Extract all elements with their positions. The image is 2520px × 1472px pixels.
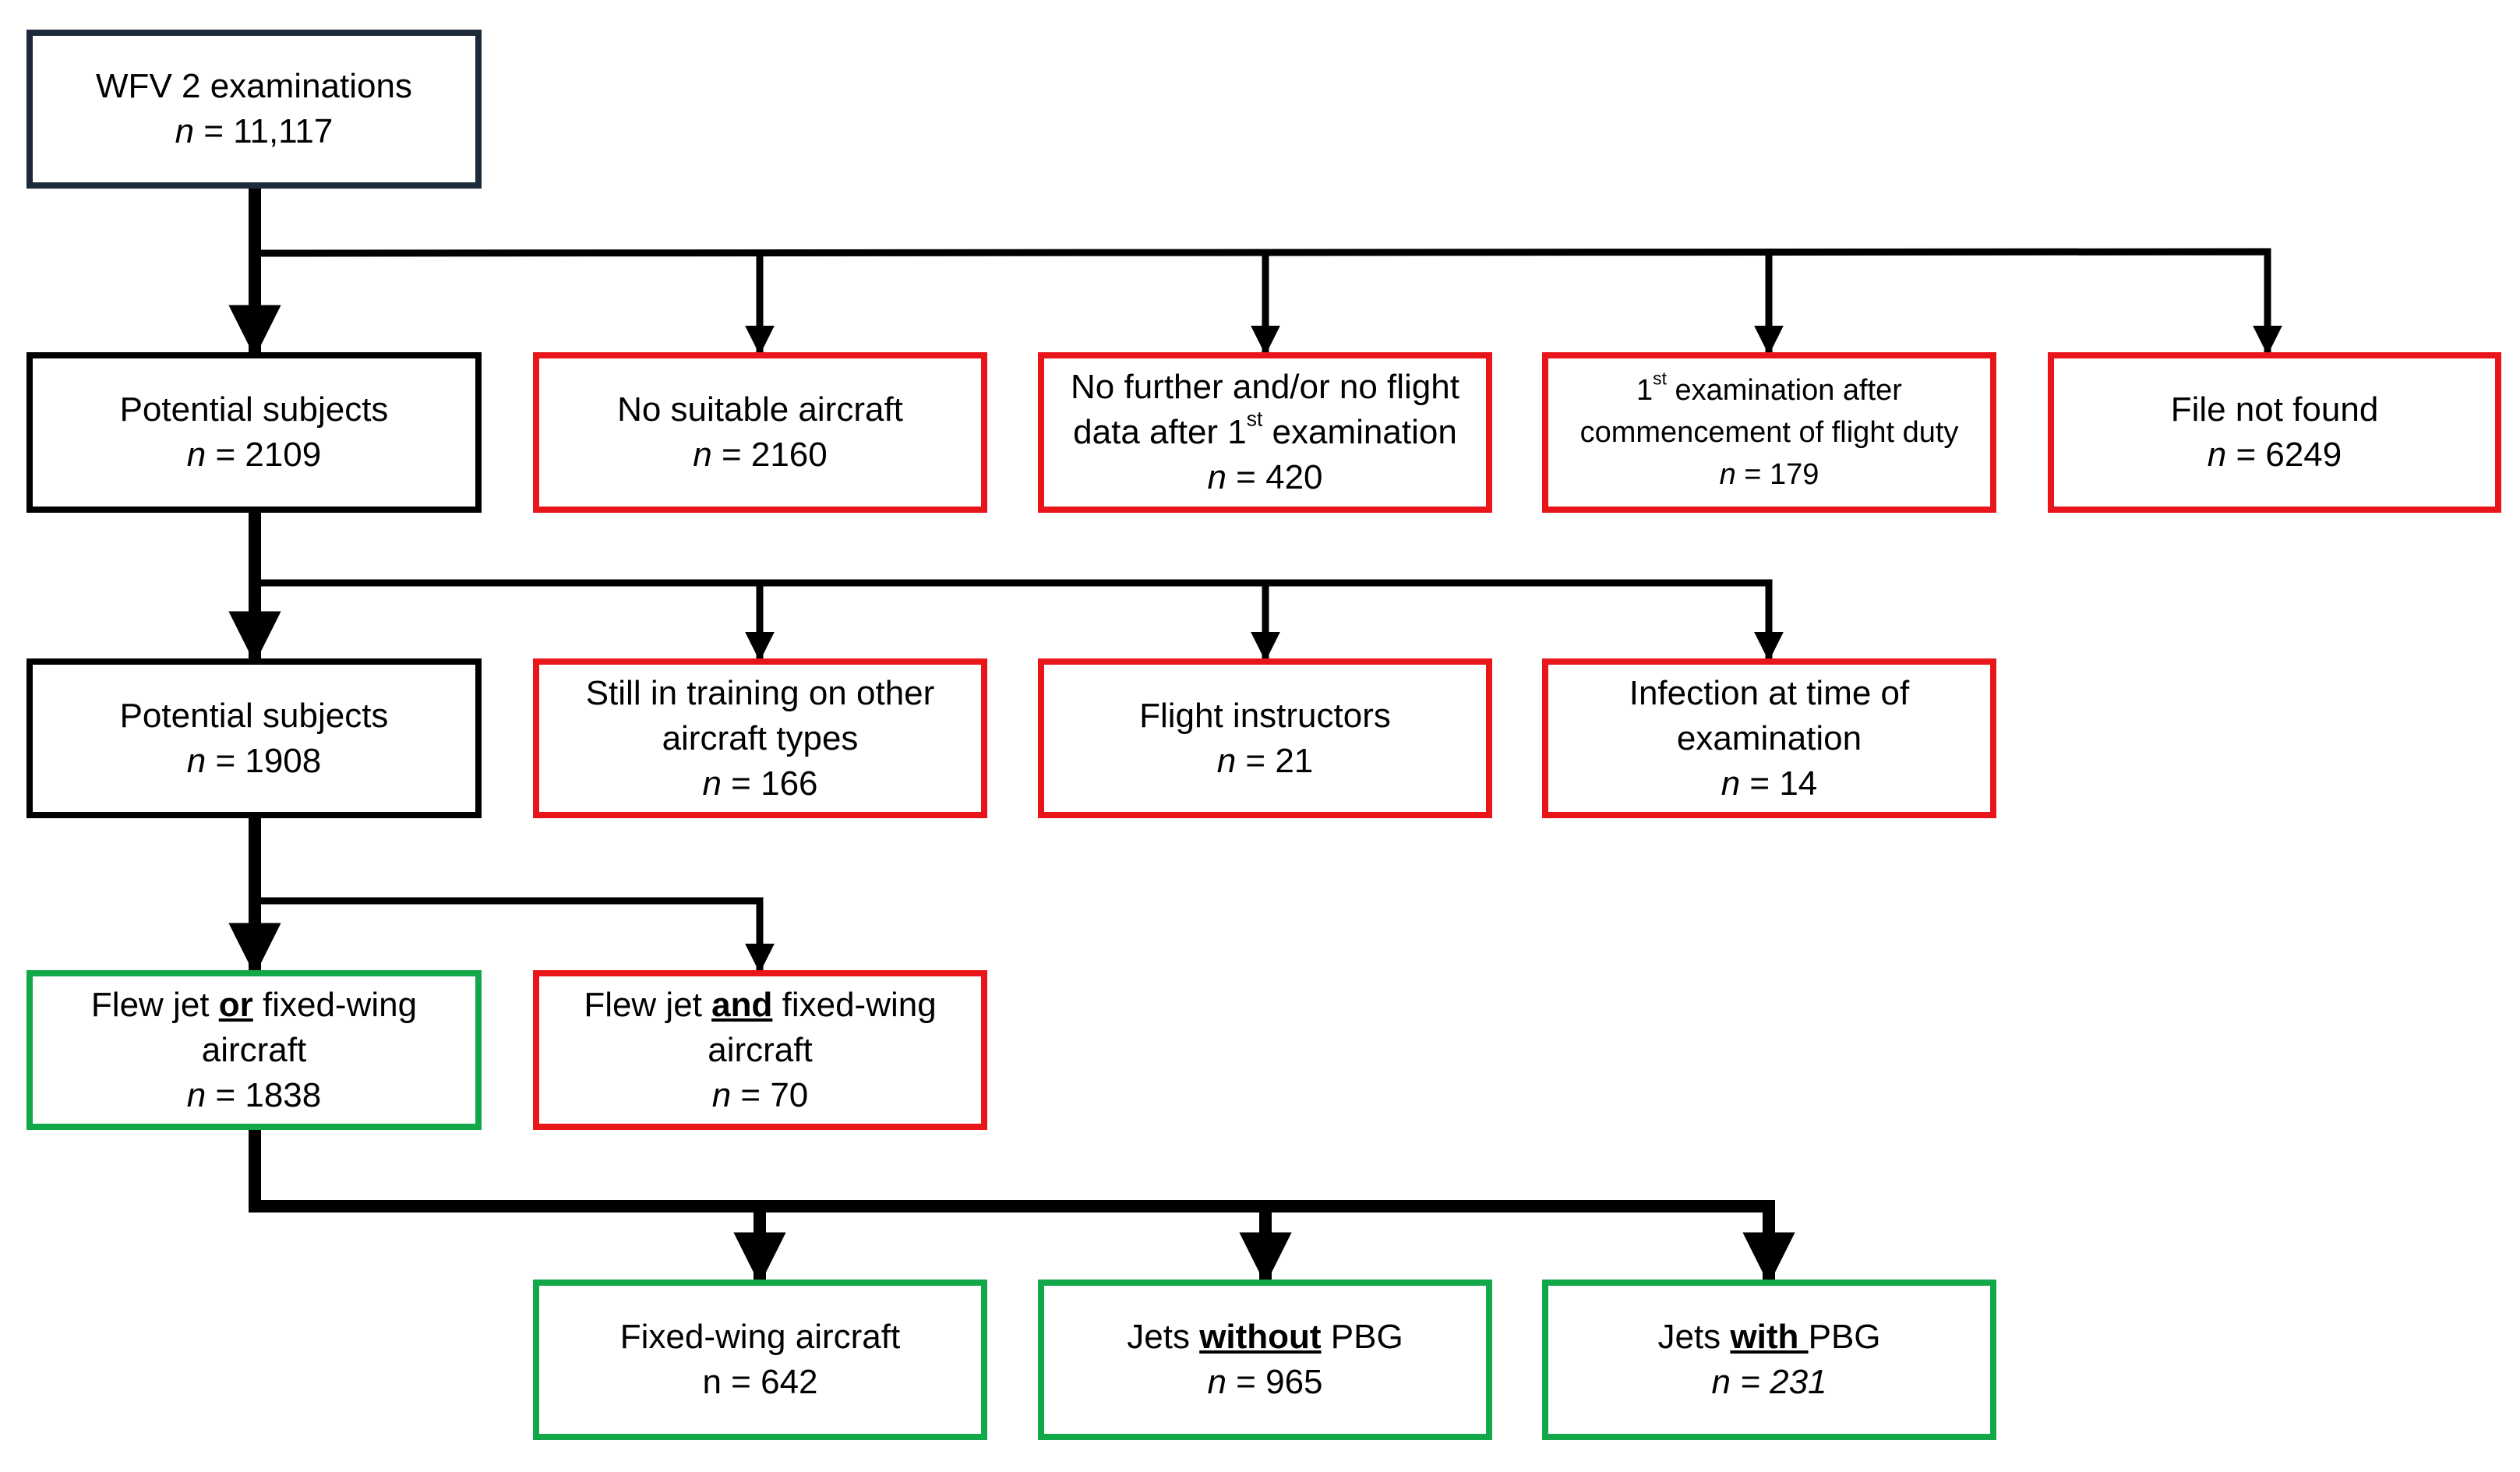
box-count: n = 1908 bbox=[186, 741, 322, 780]
branch-2 bbox=[255, 579, 1784, 662]
jets-without-pbg-box: Jets without PBG n = 965 bbox=[1038, 1280, 1492, 1440]
no-suitable-aircraft-box: No suitable aircraft n = 2160 bbox=[533, 352, 987, 513]
box-count: n = 11,117 bbox=[175, 112, 334, 150]
box-count: n = 1838 bbox=[186, 1075, 322, 1114]
box-line-1: No further and/or no flight bbox=[1071, 368, 1459, 406]
box-line-1: Flew jet and fixed-wing bbox=[584, 985, 937, 1024]
box-title: No suitable aircraft bbox=[617, 390, 903, 429]
box-count: n = 6249 bbox=[2207, 436, 2342, 474]
file-not-found-box: File not found n = 6249 bbox=[2048, 352, 2501, 513]
box-count: n = 166 bbox=[702, 764, 818, 803]
infection-box: Infection at time of examination n = 14 bbox=[1542, 658, 1996, 818]
box-line-1: Infection at time of bbox=[1629, 673, 1910, 712]
flight-instructors-box: Flight instructors n = 21 bbox=[1038, 658, 1492, 818]
box-line-2: aircraft bbox=[708, 1030, 813, 1069]
box-title: Potential subjects bbox=[119, 696, 389, 735]
wfv-examinations-box: WFV 2 examinations n = 11,117 bbox=[26, 30, 482, 189]
box-count: n = 642 bbox=[702, 1363, 818, 1401]
box-line-2: aircraft bbox=[201, 1030, 307, 1069]
box-title: Potential subjects bbox=[119, 390, 389, 429]
box-count: n = 965 bbox=[1207, 1363, 1323, 1401]
flew-jet-or-fixed-wing-box: Flew jet or fixed-wing aircraft n = 1838 bbox=[26, 970, 482, 1130]
trunk-4 bbox=[249, 1130, 1795, 1285]
box-line-2: data after 1st examination bbox=[1073, 407, 1457, 451]
box-title: File not found bbox=[2170, 390, 2379, 429]
box-count: n = 231 bbox=[1711, 1363, 1827, 1401]
box-line-1: 1st examination after bbox=[1636, 368, 1902, 407]
box-line-2: aircraft types bbox=[662, 718, 859, 757]
still-in-training-box: Still in training on other aircraft type… bbox=[533, 658, 987, 818]
box-title: Jets without PBG bbox=[1127, 1318, 1403, 1356]
box-title: Fixed-wing aircraft bbox=[619, 1318, 901, 1356]
potential-subjects-box-2: Potential subjects n = 1908 bbox=[26, 658, 482, 818]
branch-3 bbox=[255, 897, 775, 973]
box-count: n = 21 bbox=[1216, 741, 1314, 780]
box-count: n = 70 bbox=[711, 1075, 809, 1114]
potential-subjects-box-1: Potential subjects n = 2109 bbox=[26, 352, 482, 513]
box-title: Jets with PBG bbox=[1657, 1318, 1881, 1356]
box-count: n = 2109 bbox=[186, 436, 322, 474]
box-count: n = 2160 bbox=[693, 436, 828, 474]
first-examination-box: 1st examination after commencement of fl… bbox=[1542, 352, 1996, 513]
fixed-wing-aircraft-box: Fixed-wing aircraft n = 642 bbox=[533, 1280, 987, 1440]
box-line-1: Flew jet or fixed-wing bbox=[90, 985, 418, 1024]
box-title: WFV 2 examinations bbox=[96, 67, 412, 105]
box-title: Flight instructors bbox=[1139, 696, 1391, 735]
box-count: n = 420 bbox=[1207, 458, 1323, 496]
branch-1 bbox=[254, 248, 2282, 355]
box-line-2: commencement of flight duty bbox=[1579, 416, 1959, 449]
box-line-2: examination bbox=[1676, 718, 1862, 757]
no-flight-data-box: No further and/or no flight data after 1… bbox=[1038, 352, 1492, 513]
box-line-1: Still in training on other bbox=[585, 673, 935, 712]
jets-with-pbg-box: Jets with PBG n = 231 bbox=[1542, 1280, 1996, 1440]
box-count: n = 14 bbox=[1721, 764, 1818, 803]
box-count: n = 179 bbox=[1719, 458, 1819, 491]
flew-jet-and-fixed-wing-box: Flew jet and fixed-wing aircraft n = 70 bbox=[533, 970, 987, 1130]
